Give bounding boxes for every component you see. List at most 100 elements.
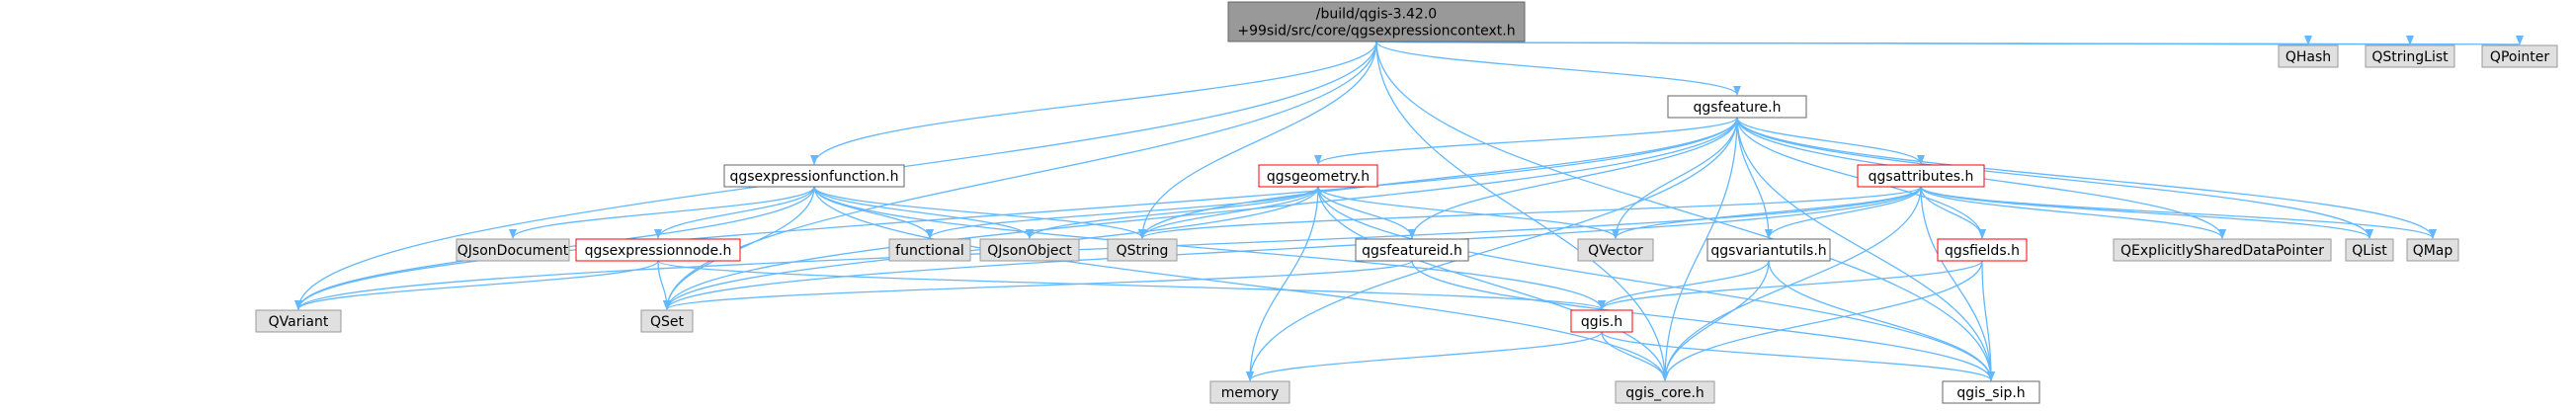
edge-qgsattributes-to-qgsvariantutils (1765, 186, 1922, 239)
edge-qgsexpressionfunction-to-qgis (813, 186, 1606, 310)
node-QVector-box (1577, 238, 1654, 262)
node-layer: /build/qgis-3.42.0+99sid/src/core/qgsexp… (255, 1, 2558, 404)
node-QString: QString (1107, 238, 1178, 262)
node-QMap: QMap (2406, 238, 2459, 262)
node-qgis_sip[interactable]: qgis_sip.h (1942, 380, 2040, 404)
node-QExplicitlySharedDataPointer: QExplicitlySharedDataPointer (2113, 238, 2332, 262)
edge-qgsexpressionnode-to-QVariant (294, 260, 659, 310)
edge-qgsfeature-to-QList (1736, 117, 2373, 239)
edge-qgsfeature-to-qgsattributes (1736, 117, 1925, 165)
node-memory-label-0: memory (1221, 385, 1280, 401)
node-qgsfeature[interactable]: qgsfeature.h (1667, 95, 1807, 119)
node-QStringList-label-0: QStringList (2371, 49, 2449, 65)
edge-qgis-to-qgis_core (1601, 331, 1669, 381)
node-QPointer: QPointer (2481, 44, 2558, 68)
node-QSet-box (640, 309, 694, 333)
edge-qgsexpressionfunction-to-functional (813, 186, 934, 239)
edge-qgsgeometry-to-functional (926, 186, 1319, 239)
node-QJsonDocument-label-0: QJsonDocument (457, 243, 569, 259)
node-qgis_core-box (1615, 380, 1715, 404)
node-QHash-label-0: QHash (2285, 49, 2331, 65)
node-functional-box (888, 238, 971, 262)
node-qgis[interactable]: qgis.h (1570, 309, 1633, 333)
edge-qgsattributes-to-qgsfields (1920, 186, 1986, 239)
edge-layer (294, 36, 2521, 381)
edge-qgsvariantutils-to-qgis_sip (1768, 260, 1995, 381)
node-qgsvariantutils-label-0: qgsvariantutils.h (1710, 243, 1826, 259)
node-QVariant-box (255, 309, 342, 333)
node-qgis-box (1570, 309, 1633, 333)
node-qgsgeometry-box (1258, 164, 1378, 188)
node-QVector: QVector (1577, 238, 1654, 262)
edge-qgsexpressionfunction-to-QJsonDocument (509, 186, 815, 239)
edge-root-to-qgis_sip (1375, 41, 1995, 381)
node-qgsattributes[interactable]: qgsattributes.h (1857, 164, 1985, 188)
edge-qgsattributes-to-QVector (1612, 186, 1922, 239)
node-qgsvariantutils[interactable]: qgsvariantutils.h (1706, 238, 1831, 262)
edge-qgsfeature-to-QString (1138, 117, 1738, 239)
edge-qgsfeature-to-qgsfeatureid (1408, 117, 1738, 239)
edge-qgsfields-to-qgis_core (1661, 260, 1983, 381)
node-QSet-label-0: QSet (650, 314, 685, 330)
edge-qgsexpressionfunction-to-qgsexpressionnode (654, 186, 815, 239)
node-QString-box (1107, 238, 1178, 262)
node-qgsfields-box (1937, 238, 2028, 262)
node-root-label-0: /build/qgis-3.42.0 (1316, 7, 1437, 23)
edge-qgsfields-to-qgis (1598, 260, 1983, 310)
node-qgsexpressionnode-label-0: qgsexpressionnode.h (585, 243, 732, 259)
node-root[interactable]: /build/qgis-3.42.0+99sid/src/core/qgsexp… (1227, 1, 1526, 42)
node-qgis_core: qgis_core.h (1615, 380, 1715, 404)
node-qgsfeatureid-label-0: qgsfeatureid.h (1362, 243, 1462, 259)
edge-qgsexpressionfunction-to-QString (813, 186, 1146, 239)
edge-qgsgeometry-to-memory (1246, 186, 1319, 381)
node-qgis_sip-label-0: qgis_sip.h (1956, 385, 2025, 401)
edge-root-to-QString (1138, 41, 1377, 239)
node-qgsfeatureid[interactable]: qgsfeatureid.h (1355, 238, 1469, 262)
node-functional: functional (888, 238, 971, 262)
node-QJsonDocument-box (456, 238, 570, 262)
node-qgsexpressionfunction-box (723, 164, 905, 188)
node-qgsfeature-box (1667, 95, 1807, 119)
edge-qgsvariantutils-to-qgis (1598, 260, 1770, 310)
node-qgsexpressionfunction[interactable]: qgsexpressionfunction.h (723, 164, 905, 188)
node-QList-box (2345, 238, 2394, 262)
edge-root-to-QPointer (1375, 36, 2521, 45)
node-QVector-label-0: QVector (1588, 243, 1643, 259)
edge-qgis-to-qgis_sip (1601, 331, 1995, 381)
node-qgsfields[interactable]: qgsfields.h (1937, 238, 2028, 262)
edge-root-to-qgsexpressionfunction (810, 41, 1377, 165)
edge-qgsfeature-to-QSet (663, 117, 1738, 310)
edge-qgsattributes-to-QExplicitlySharedDataPointer (1920, 186, 2226, 239)
edge-qgsfeature-to-qgsgeometry (1314, 117, 1738, 165)
node-QStringList: QStringList (2365, 44, 2455, 68)
node-QVariant: QVariant (255, 309, 342, 333)
node-qgsexpressionnode[interactable]: qgsexpressionnode.h (575, 238, 741, 262)
node-qgsfeatureid-box (1355, 238, 1469, 262)
edge-qgsfeature-to-QVector (1612, 117, 1738, 239)
node-root-box (1227, 1, 1526, 42)
edge-qgsgeometry-to-qgsfeatureid (1317, 186, 1416, 239)
node-qgsattributes-box (1857, 164, 1985, 188)
edge-qgsexpressionnode-to-qgis (657, 260, 1606, 310)
edge-qgis-to-memory (1246, 331, 1603, 381)
node-QJsonDocument: QJsonDocument (456, 238, 570, 262)
edge-qgsfeature-to-memory (1246, 117, 1738, 381)
node-functional-label-0: functional (895, 243, 964, 259)
node-QMap-label-0: QMap (2413, 243, 2453, 259)
node-QHash: QHash (2278, 44, 2339, 68)
node-QJsonObject-box (979, 238, 1080, 262)
node-QMap-box (2406, 238, 2459, 262)
node-QExplicitlySharedDataPointer-label-0: QExplicitlySharedDataPointer (2120, 243, 2324, 259)
edge-qgsattributes-to-QMap (1920, 186, 2437, 239)
edge-qgsfields-to-qgis_sip (1981, 260, 1995, 381)
edge-qgsfeature-to-qgis_sip (1736, 117, 1995, 381)
node-qgsgeometry[interactable]: qgsgeometry.h (1258, 164, 1378, 188)
edge-qgsgeometry-to-QJsonObject (1026, 186, 1319, 239)
edge-qgsattributes-to-qgis_core (1661, 186, 1922, 381)
edge-qgsgeometry-to-QString (1138, 186, 1319, 239)
node-QJsonObject: QJsonObject (979, 238, 1080, 262)
node-root-label-1: +99sid/src/core/qgsexpressioncontext.h (1237, 24, 1515, 40)
edge-qgsfeatureid-to-QSet (663, 260, 1413, 310)
edge-qgsattributes-to-QString (1138, 186, 1922, 239)
node-QPointer-label-0: QPointer (2490, 49, 2549, 65)
